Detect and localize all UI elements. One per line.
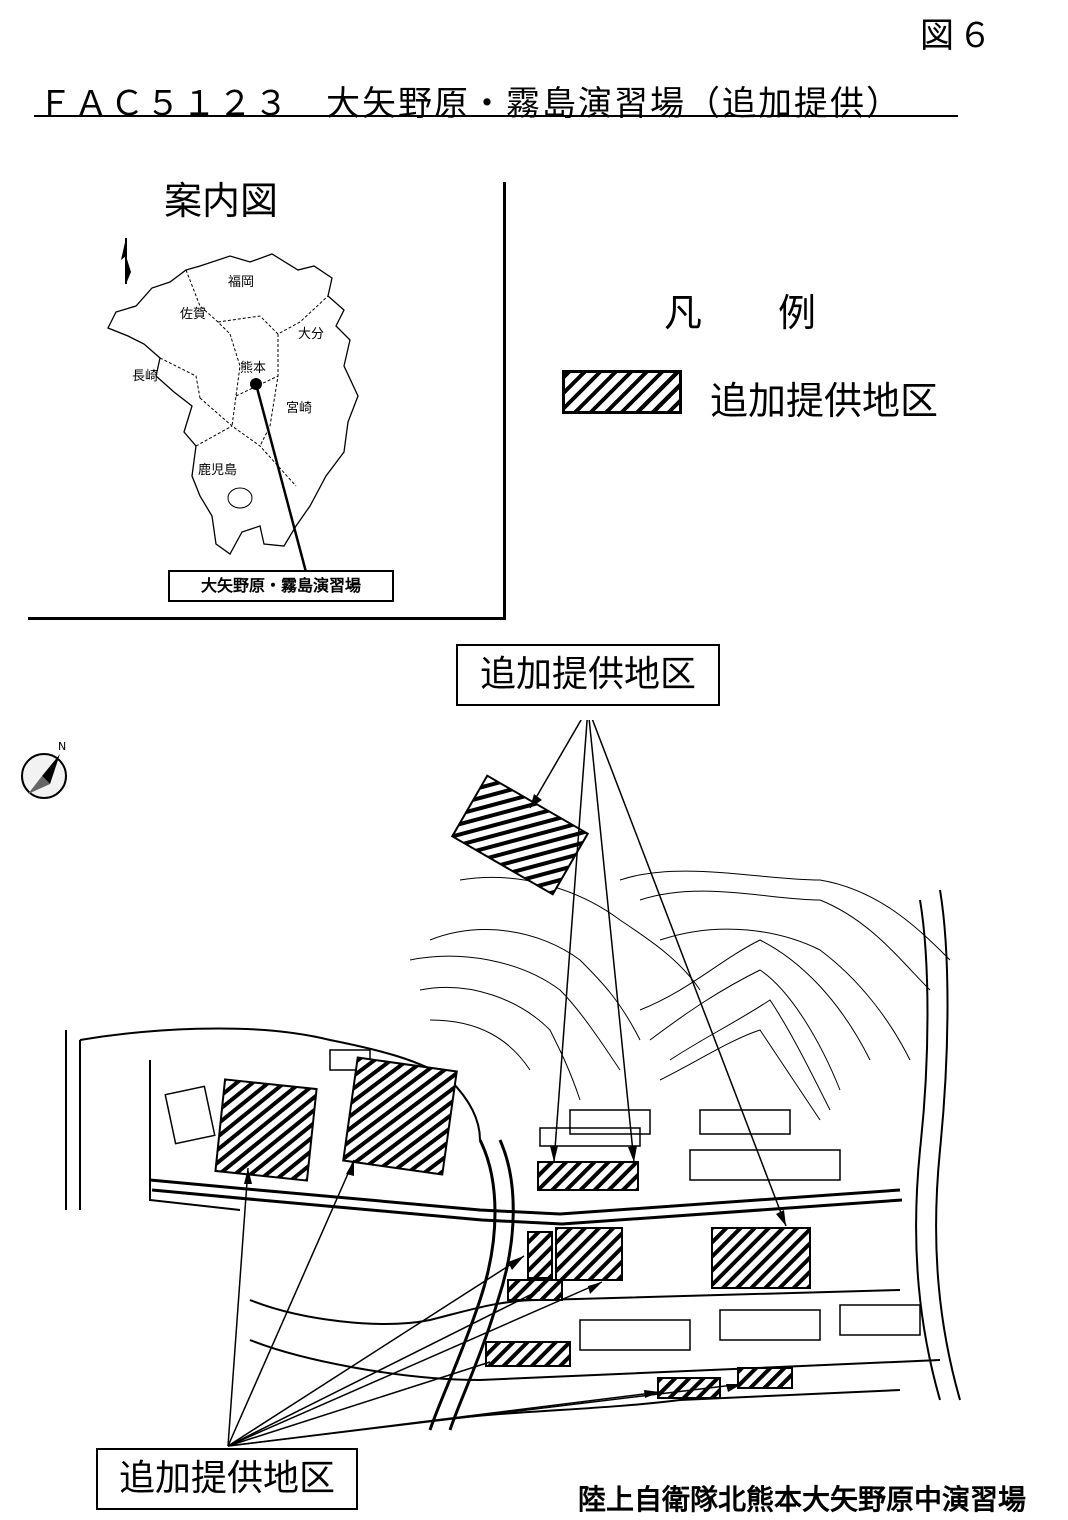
additional-area-9	[485, 1341, 571, 1367]
callout-leader-lines	[227, 720, 787, 1447]
additional-areas	[214, 774, 811, 1399]
legend-hatch-swatch	[562, 370, 682, 414]
kyushu-guide-map: 福岡 佐賀 大分 熊本 長崎 宮崎 鹿児島	[107, 238, 359, 573]
training-area-map	[65, 720, 961, 1447]
main-roads	[149, 1139, 903, 1431]
guide-map-title: 案内図	[164, 179, 279, 223]
svg-text:N: N	[58, 740, 66, 753]
additional-area-5	[527, 1231, 553, 1279]
page-title: ＦＡＣ５１２３ 大矢野原・霧島演習場（追加提供）	[38, 84, 902, 124]
additional-area-7	[507, 1279, 563, 1301]
figure-number: 図６	[920, 16, 996, 56]
additional-area-11	[737, 1367, 793, 1389]
additional-area-1	[450, 774, 590, 896]
prefecture-borders	[159, 269, 329, 487]
additional-area-6	[555, 1227, 623, 1281]
callout-arrowheads	[244, 794, 786, 1398]
title-underline	[34, 115, 958, 117]
callout-additional-area-top: 追加提供地区	[456, 644, 720, 706]
additional-area-4	[537, 1161, 639, 1191]
sakurajima	[227, 487, 253, 509]
pref-kumamoto: 熊本	[240, 360, 266, 376]
north-arrow-icon	[121, 238, 131, 284]
pref-fukuoka: 福岡	[228, 275, 254, 290]
map-caption: 陸上自衛隊北熊本大矢野原中演習場	[578, 1483, 1027, 1516]
pref-nagasaki: 長崎	[132, 369, 158, 384]
pref-saga: 佐賀	[180, 307, 206, 322]
legend-title: 凡 例	[664, 291, 817, 335]
kyushu-outline	[107, 253, 359, 555]
site-boundary	[65, 889, 961, 1421]
site-name-box: 大矢野原・霧島演習場	[168, 570, 394, 602]
site-leader-line	[254, 383, 308, 573]
callout-additional-area-bottom: 追加提供地区	[96, 1448, 358, 1510]
pref-miyazaki: 宮崎	[286, 400, 312, 416]
compass-icon: N	[21, 740, 67, 799]
additional-area-8	[711, 1227, 811, 1289]
legend-label: 追加提供地区	[710, 379, 939, 423]
pref-oita: 大分	[298, 327, 324, 342]
additional-area-3	[342, 1056, 458, 1176]
guide-map-frame	[28, 182, 506, 620]
terrain-contours	[409, 870, 951, 1121]
pref-kagoshima: 鹿児島	[198, 462, 237, 478]
additional-area-2	[214, 1078, 318, 1182]
